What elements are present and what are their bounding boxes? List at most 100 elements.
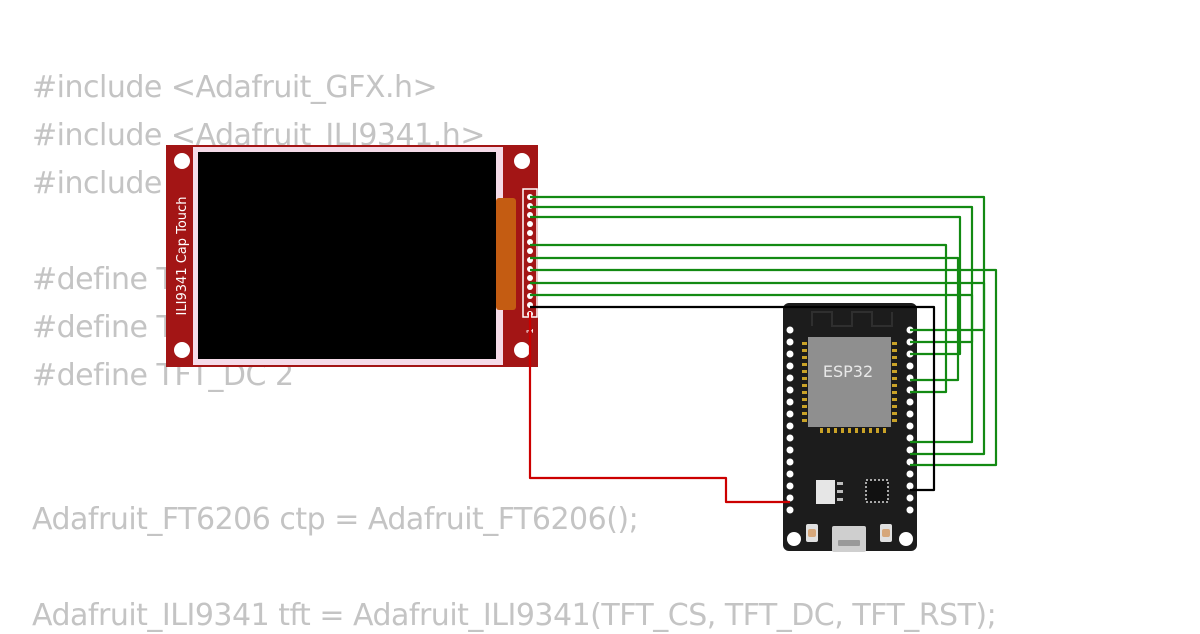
power-wire[interactable] (528, 312, 790, 504)
regulator-tab-3 (837, 498, 843, 501)
chip-pad (802, 391, 807, 394)
chip-pad (892, 342, 897, 345)
code-line-include-3: #include (32, 166, 162, 201)
signal-wire[interactable] (530, 293, 974, 444)
chip-pad (802, 398, 807, 401)
esp32-pin-right[interactable] (906, 422, 914, 430)
esp32-pin-right[interactable] (906, 458, 914, 466)
esp32-module-chip (808, 337, 891, 427)
mount-hole-bottom-left (174, 342, 190, 358)
esp32-pin-left[interactable] (786, 326, 794, 334)
mount-hole-top-right (514, 153, 530, 169)
esp32-pin-left[interactable] (786, 410, 794, 418)
esp32-pin-left[interactable] (786, 374, 794, 382)
mount-hole-bottom-right (514, 342, 530, 358)
display-screen (198, 152, 496, 359)
esp32-pin-right[interactable] (906, 506, 914, 514)
esp32-pin-left[interactable] (786, 338, 794, 346)
usb-port[interactable] (832, 526, 866, 552)
esp32-pin-right[interactable] (906, 494, 914, 502)
esp32-pin-right[interactable] (906, 362, 914, 370)
chip-pad (802, 412, 807, 415)
regulator-tab-1 (837, 482, 843, 485)
chip-pad (892, 377, 897, 380)
mount-hole-top-left (174, 153, 190, 169)
display-pin[interactable] (527, 239, 533, 245)
signal-wire[interactable] (530, 281, 986, 456)
esp32-antenna-trace (811, 311, 893, 327)
chip-pad (892, 412, 897, 415)
esp32-header-pins[interactable] (786, 326, 914, 514)
voltage-regulator (816, 480, 835, 504)
signal-wire[interactable] (530, 243, 948, 394)
esp32-pin-left[interactable] (786, 362, 794, 370)
chip-pad (802, 419, 807, 422)
esp32-chip-label: ESP32 (823, 362, 873, 381)
esp32-pin-left[interactable] (786, 434, 794, 442)
wires[interactable] (528, 195, 998, 504)
chip-pad (876, 428, 879, 433)
code-line-tft: Adafruit_ILI9341 tft = Adafruit_ILI9341(… (32, 598, 997, 633)
esp32-pin-left[interactable] (786, 398, 794, 406)
code-line-ctp: Adafruit_FT6206 ctp = Adafruit_FT6206(); (32, 502, 639, 537)
display-pin[interactable] (527, 221, 533, 227)
esp32-pin-left[interactable] (786, 350, 794, 358)
esp32-pin-right[interactable] (906, 410, 914, 418)
code-line-define-1: #define T (32, 262, 175, 297)
chip-pad (892, 391, 897, 394)
ground-wire[interactable] (530, 305, 936, 492)
esp32-pin-left[interactable] (786, 422, 794, 430)
chip-pad (892, 363, 897, 366)
board-hole-bottom-right (899, 532, 913, 546)
chip-pad (883, 428, 886, 433)
display-side-label: ILI9341 Cap Touch (175, 197, 190, 316)
chip-pad (855, 428, 858, 433)
chip-pad (802, 349, 807, 352)
chip-pad (802, 356, 807, 359)
display-pin[interactable] (527, 230, 533, 236)
esp32-pin-left[interactable] (786, 506, 794, 514)
display-pin[interactable] (527, 284, 533, 290)
signal-wire[interactable] (530, 205, 974, 344)
ili9341-display-module[interactable]: ILI9341 Cap Touch 1 (166, 145, 538, 367)
chip-pad (892, 356, 897, 359)
esp32-pin-left[interactable] (786, 482, 794, 490)
display-flex-cable (496, 198, 516, 310)
chip-pad (892, 398, 897, 401)
esp32-pin-right[interactable] (906, 398, 914, 406)
esp32-module-pads (802, 342, 897, 433)
chip-pad (834, 428, 837, 433)
display-pin[interactable] (527, 275, 533, 281)
esp32-pin-right[interactable] (906, 434, 914, 442)
usb-port-inner (838, 540, 860, 546)
chip-pad (820, 428, 823, 433)
chip-pad (802, 405, 807, 408)
esp32-pin-right[interactable] (906, 446, 914, 454)
chip-pad (802, 384, 807, 387)
chip-pad (802, 370, 807, 373)
boot-button-left-cap (808, 529, 816, 537)
usb-uart-chip (865, 479, 889, 503)
esp32-pin-right[interactable] (906, 482, 914, 490)
esp32-pin-right[interactable] (906, 470, 914, 478)
esp32-pin-left[interactable] (786, 458, 794, 466)
chip-pad (869, 428, 872, 433)
esp32-pin-left[interactable] (786, 470, 794, 478)
chip-pad (892, 370, 897, 373)
chip-pad (892, 349, 897, 352)
esp32-board[interactable]: ESP32 (783, 303, 917, 552)
display-pin[interactable] (527, 248, 533, 254)
chip-pad (862, 428, 865, 433)
chip-pad (892, 405, 897, 408)
esp32-pin-left[interactable] (786, 386, 794, 394)
chip-pad (892, 419, 897, 422)
chip-pad (827, 428, 830, 433)
chip-pad (802, 377, 807, 380)
signal-wire[interactable] (530, 268, 998, 467)
esp32-pin-left[interactable] (786, 494, 794, 502)
chip-pad (892, 384, 897, 387)
esp32-pin-left[interactable] (786, 446, 794, 454)
chip-pad (802, 363, 807, 366)
regulator-tab-2 (837, 490, 843, 493)
